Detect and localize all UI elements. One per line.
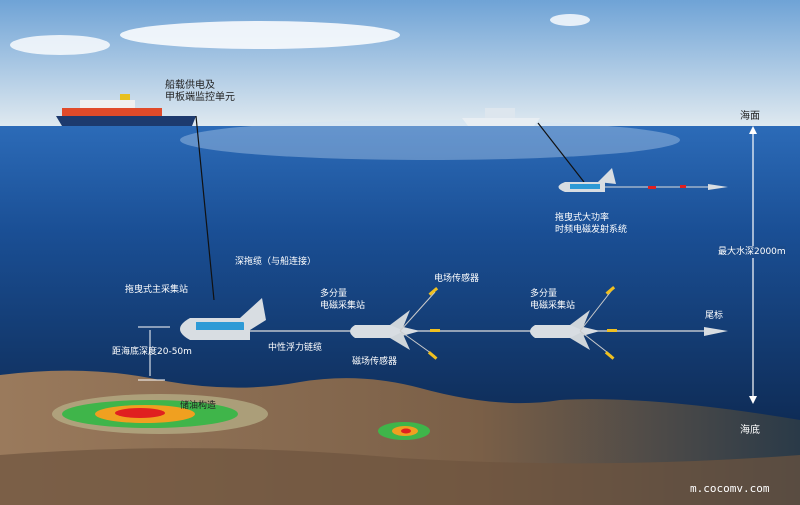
station1-label: 多分量电磁采集站 bbox=[320, 288, 365, 312]
seabed-label: 海底 bbox=[740, 425, 760, 436]
em-station-2 bbox=[530, 286, 617, 360]
station2-label: 多分量电磁采集站 bbox=[530, 288, 575, 312]
watermark: m.cocomv.com bbox=[690, 482, 770, 495]
sun-glare bbox=[180, 120, 680, 160]
oil-red bbox=[115, 408, 165, 418]
source-ship bbox=[462, 108, 540, 126]
neutral-cable-label: 中性浮力链缆 bbox=[268, 343, 323, 353]
label-line: 电磁采集站 bbox=[530, 301, 576, 311]
label-line: 拖曳式大功率 bbox=[555, 213, 610, 223]
label-line: 电磁采集站 bbox=[320, 301, 366, 311]
deep-tow-cable-label: 深拖缆（与船连接） bbox=[235, 257, 317, 267]
oil-structure-label: 储油构造 bbox=[180, 401, 217, 411]
ship-unit-label: 船载供电及甲板端监控单元 bbox=[165, 80, 235, 104]
label-line: 船载供电及 bbox=[165, 80, 215, 91]
cloud bbox=[550, 14, 590, 26]
label-line: 甲板端监控单元 bbox=[165, 92, 235, 103]
main-collection-station bbox=[180, 298, 266, 340]
main-station-label: 拖曳式主采集站 bbox=[125, 285, 189, 295]
em-station-1 bbox=[350, 287, 440, 360]
survey-ship bbox=[56, 94, 196, 126]
transmitter-cable bbox=[537, 122, 585, 183]
cloud bbox=[120, 21, 400, 49]
tail-buoy-label: 尾标 bbox=[705, 311, 724, 321]
transmitter-system bbox=[558, 168, 728, 192]
label-line: 多分量 bbox=[320, 289, 348, 299]
deep-tow-cable bbox=[195, 115, 215, 301]
label-line: 多分量 bbox=[530, 289, 558, 299]
max-depth-label: 最大水深2000m bbox=[718, 246, 786, 258]
sea-surface-label: 海面 bbox=[740, 111, 760, 122]
electric-sensor-label: 电场传感器 bbox=[434, 274, 480, 284]
transmitter-label: 拖曳式大功率时频电磁发射系统 bbox=[555, 212, 627, 236]
seabed-layer bbox=[0, 448, 800, 505]
cloud bbox=[10, 35, 110, 55]
label-line: 时频电磁发射系统 bbox=[555, 225, 628, 235]
tail-buoy bbox=[704, 327, 728, 336]
seabed-distance-label: 距海底深度20-50m bbox=[112, 347, 192, 357]
magnetic-sensor-label: 磁场传感器 bbox=[352, 357, 398, 367]
